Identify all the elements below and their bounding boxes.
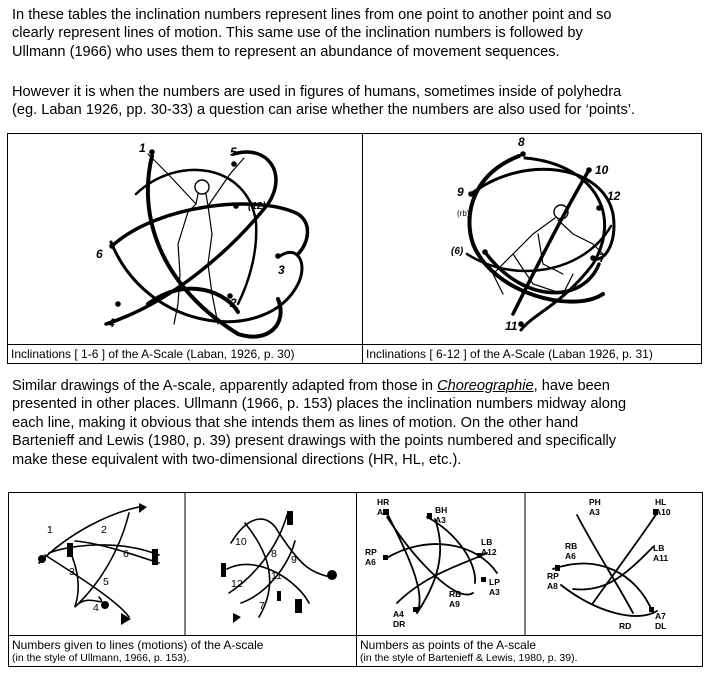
inclination-label: 12	[607, 189, 621, 203]
text-run: , have been	[533, 378, 610, 394]
line-number-label: 10	[235, 536, 247, 548]
text-line: Ullmann (1966) who uses them to represen…	[12, 43, 560, 60]
point-label: DR	[393, 619, 405, 629]
point-label: A6	[565, 551, 576, 561]
line-number-label: 4	[93, 602, 99, 614]
line-number-label: 12	[231, 578, 243, 590]
line-number-label: 6	[123, 548, 129, 560]
text-line: However it is when the numbers are used …	[12, 84, 622, 100]
laban-figure-table: 1 5 (12) 6 3 2 4 Inclinations [ 1-6 ] of…	[7, 133, 702, 364]
text-line: make these equivalent with two-dimension…	[12, 451, 462, 468]
a-scale-human-figure-1-6: 1 5 (12) 6 3 2 4	[96, 141, 310, 339]
inclination-label: 4	[107, 316, 115, 330]
text-line: (eg. Laban 1926, pp. 30-33) a question c…	[12, 102, 636, 119]
inclination-label: 1	[139, 141, 146, 155]
inclination-label: (12)	[248, 201, 266, 212]
figure-caption-left: Inclinations [ 1-6 ] of the A-Scale (Lab…	[8, 344, 362, 363]
ullmann-line-numbering-drawings: 1 2 3 6 5 4 10 8 9 12 11 7	[38, 493, 337, 635]
point-label: DL	[655, 621, 666, 631]
point-label: A12	[481, 547, 497, 557]
point-label: A1	[377, 507, 388, 517]
similar-drawings-paragraph: Similar drawings of the A-scale, apparen…	[12, 377, 702, 469]
line-number-label: 5	[103, 576, 109, 588]
figure-caption-ullmann: Numbers given to lines (motions) of the …	[9, 635, 356, 652]
inclination-label: 11	[505, 319, 518, 333]
book-title: Choreographie	[437, 378, 534, 394]
point-label: A7	[655, 611, 666, 621]
line-number-label: 7	[259, 600, 265, 612]
point-label: A11	[653, 553, 668, 563]
point-label: A9	[449, 599, 460, 609]
point-label: BH	[435, 505, 447, 515]
text-line: presented in other places. Ullmann (1966…	[12, 396, 627, 413]
point-label: LB	[653, 543, 664, 553]
inclination-label: 9	[457, 185, 464, 199]
line-number-label: 9	[291, 554, 297, 566]
point-label: A3	[589, 507, 600, 517]
inclination-label: (rb)	[457, 209, 470, 218]
inclination-label: 6	[96, 247, 103, 261]
figure-subcaption-bartenieff: (in the style of Bartenieff & Lewis, 198…	[360, 652, 578, 664]
point-label: LB	[481, 537, 492, 547]
point-label: A3	[435, 515, 446, 525]
figure-caption-right: Inclinations [ 6-12 ] of the A-Scale (La…	[363, 344, 701, 363]
point-label: HL	[655, 497, 666, 507]
text-line: In these tables the inclination numbers …	[12, 7, 612, 23]
point-label: A8	[547, 581, 558, 591]
text-line: each line, making it obvious that she in…	[12, 414, 579, 431]
bartenieff-point-numbering-drawings: HR A1 BH A3 RP A6 LB A12 LP A3 RB A9 A4 …	[365, 493, 671, 635]
inclination-label: 3	[278, 263, 285, 277]
inclination-label: 8	[518, 135, 525, 149]
text-line: Similar drawings of the A-scale, apparen…	[12, 377, 702, 395]
inclination-label: 5	[230, 145, 237, 159]
point-label: A3	[489, 587, 500, 597]
point-label: RP	[365, 547, 377, 557]
point-label: RB	[449, 589, 461, 599]
line-number-label: 1	[47, 524, 53, 536]
point-label: A4	[393, 609, 404, 619]
point-label: RB	[565, 541, 577, 551]
figure-cell-bartenieff: HR A1 BH A3 RP A6 LB A12 LP A3 RB A9 A4 …	[356, 492, 703, 667]
a-scale-comparison-table: 1 2 3 6 5 4 10 8 9 12 11 7	[8, 492, 703, 667]
text-line: clearly represent lines of motion. This …	[12, 25, 583, 42]
figure-subcaption-ullmann: (in the style of Ullmann, 1966, p. 153).	[12, 652, 190, 664]
text-line: Bartenieff and Lewis (1980, p. 39) prese…	[12, 433, 617, 450]
figure-cell-left: 1 5 (12) 6 3 2 4 Inclinations [ 1-6 ] of…	[7, 133, 363, 364]
point-label: RD	[619, 621, 631, 631]
point-label: PH	[589, 497, 601, 507]
intro-paragraph: In these tables the inclination numbers …	[12, 6, 702, 61]
point-label: LP	[489, 577, 500, 587]
text-run: Similar drawings of the A-scale, apparen…	[12, 378, 438, 394]
line-number-label: 3	[69, 566, 75, 578]
figure-caption-bartenieff: Numbers as points of the A-scale	[357, 635, 702, 652]
inclination-label: 7	[599, 251, 607, 265]
point-label: A6	[365, 557, 376, 567]
inclination-label: (6)	[451, 246, 464, 257]
line-number-label: 8	[271, 548, 277, 560]
line-number-label: 11	[271, 570, 282, 582]
point-label: HR	[377, 497, 389, 507]
inclination-label: 2	[229, 296, 237, 310]
inclination-label: 10	[595, 163, 609, 177]
a-scale-human-figure-6-12: 8 10 9 (rb) 12 (6) 7 11	[451, 135, 621, 333]
point-label: RP	[547, 571, 559, 581]
point-label: A10	[655, 507, 671, 517]
line-number-label: 2	[101, 524, 107, 536]
figure-cell-ullmann: 1 2 3 6 5 4 10 8 9 12 11 7	[8, 492, 357, 667]
figure-cell-right: 8 10 9 (rb) 12 (6) 7 11 Inclinations [ 6…	[362, 133, 702, 364]
question-paragraph: However it is when the numbers are used …	[12, 83, 702, 120]
